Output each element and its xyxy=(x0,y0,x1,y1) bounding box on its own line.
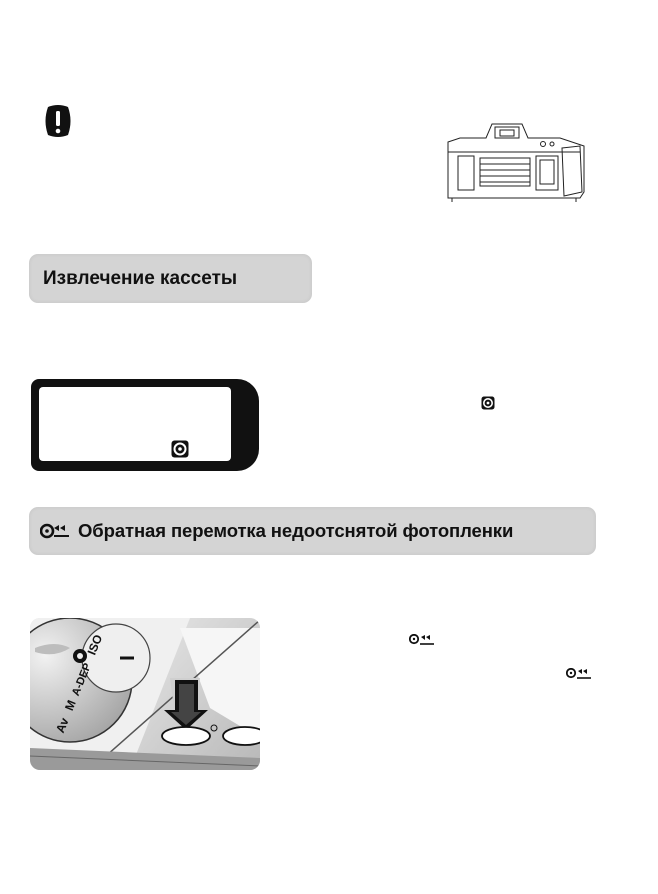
midroll-rewind-icon xyxy=(566,668,591,679)
section-title: Извлечение кассеты xyxy=(43,267,238,289)
section-heading: Извлечение кассеты xyxy=(29,254,312,303)
lcd-panel-illustration xyxy=(31,379,259,471)
midroll-rewind-icon xyxy=(409,634,434,645)
section-title: Обратная перемотка недоотснятой фотоплен… xyxy=(78,520,514,541)
midroll-rewind-icon xyxy=(40,523,69,539)
camera-back-illustration xyxy=(447,123,585,202)
section-heading: Обратная перемотка недоотснятой фотоплен… xyxy=(29,507,596,555)
film-cartridge-icon xyxy=(481,396,495,410)
camera-mode-dial-photo: Av M A-DEP ISO xyxy=(30,618,260,770)
dial-label-av: Av xyxy=(53,716,72,735)
lcd-screen xyxy=(39,387,231,461)
caution-icon xyxy=(45,105,71,137)
dial-label-m: M xyxy=(62,698,79,713)
film-cartridge-icon xyxy=(171,440,189,458)
